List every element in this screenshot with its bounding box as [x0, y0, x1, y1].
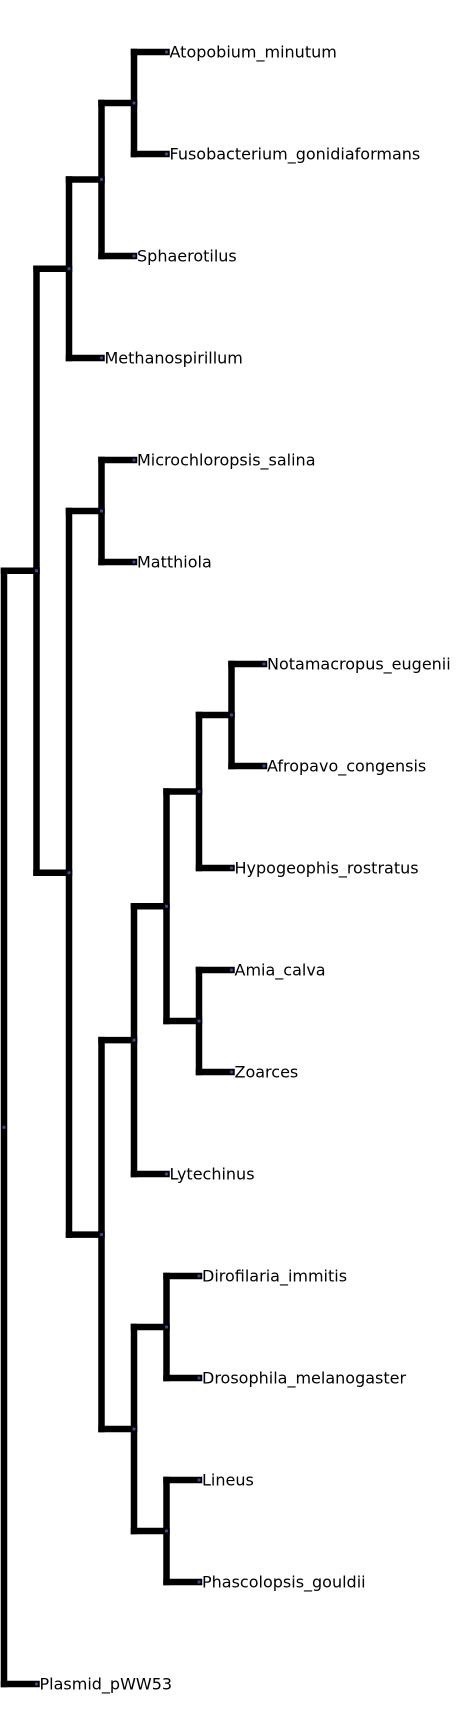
- internal-node-dot: [229, 713, 234, 717]
- leaf-node-dot: [132, 560, 136, 564]
- leaf-node-dot: [229, 968, 234, 972]
- internal-node-dot: [164, 904, 169, 908]
- leaf-node-dot: [229, 866, 234, 870]
- leaf-label: Amia_calva: [235, 961, 326, 981]
- internal-node-dot: [2, 1125, 6, 1129]
- tree-leaf-labels: Atopobium_minutumFusobacterium_gonidiafo…: [40, 43, 451, 1695]
- tree-branches: [0, 48, 268, 1688]
- leaf-label: Dirofilaria_immitis: [202, 1267, 347, 1287]
- internal-node-dot: [164, 1529, 169, 1533]
- internal-node-dot: [132, 101, 136, 105]
- internal-node-dot: [197, 1019, 201, 1023]
- leaf-node-dot: [197, 1376, 201, 1380]
- leaf-label: Zoarces: [235, 1063, 299, 1082]
- leaf-label: Notamacropus_eugenii: [267, 655, 451, 675]
- leaf-node-dot: [34, 1682, 39, 1686]
- leaf-node-dot: [262, 662, 266, 666]
- leaf-label: Sphaerotilus: [137, 247, 237, 266]
- leaf-label: Drosophila_melanogaster: [202, 1369, 406, 1389]
- leaf-label: Plasmid_pWW53: [40, 1675, 173, 1695]
- internal-node-dot: [99, 1232, 104, 1237]
- internal-node-dot: [164, 1325, 169, 1329]
- leaf-node-dot: [197, 1580, 201, 1584]
- leaf-node-dot: [132, 458, 136, 462]
- leaf-label: Atopobium_minutum: [170, 43, 337, 63]
- leaf-node-dot: [197, 1478, 201, 1482]
- internal-node-dot: [99, 509, 104, 513]
- internal-node-dot: [132, 1038, 136, 1042]
- leaf-node-dot: [164, 1172, 169, 1176]
- leaf-label: Microchloropsis_salina: [137, 451, 316, 471]
- leaf-label: Hypogeophis_rostratus: [235, 859, 419, 879]
- leaf-label: Matthiola: [137, 553, 212, 572]
- internal-node-dot: [99, 177, 104, 182]
- leaf-label: Phascolopsis_gouldii: [202, 1573, 366, 1593]
- tree-node-dots: [2, 50, 266, 1686]
- leaf-label: Lytechinus: [170, 1165, 255, 1184]
- leaf-node-dot: [197, 1274, 201, 1278]
- leaf-node-dot: [164, 50, 169, 54]
- leaf-node-dot: [99, 356, 104, 360]
- leaf-label: Methanospirillum: [105, 349, 243, 368]
- leaf-label: Afropavo_congensis: [267, 757, 426, 777]
- leaf-label: Lineus: [202, 1471, 254, 1490]
- internal-node-dot: [67, 267, 71, 271]
- internal-node-dot: [67, 871, 71, 875]
- internal-node-dot: [197, 789, 201, 794]
- leaf-node-dot: [132, 254, 136, 258]
- leaf-label: Fusobacterium_gonidiaformans: [170, 145, 421, 165]
- leaf-node-dot: [229, 1070, 234, 1074]
- leaf-node-dot: [262, 764, 266, 768]
- internal-node-dot: [132, 1427, 136, 1431]
- leaf-node-dot: [164, 152, 169, 156]
- internal-node-dot: [34, 569, 39, 573]
